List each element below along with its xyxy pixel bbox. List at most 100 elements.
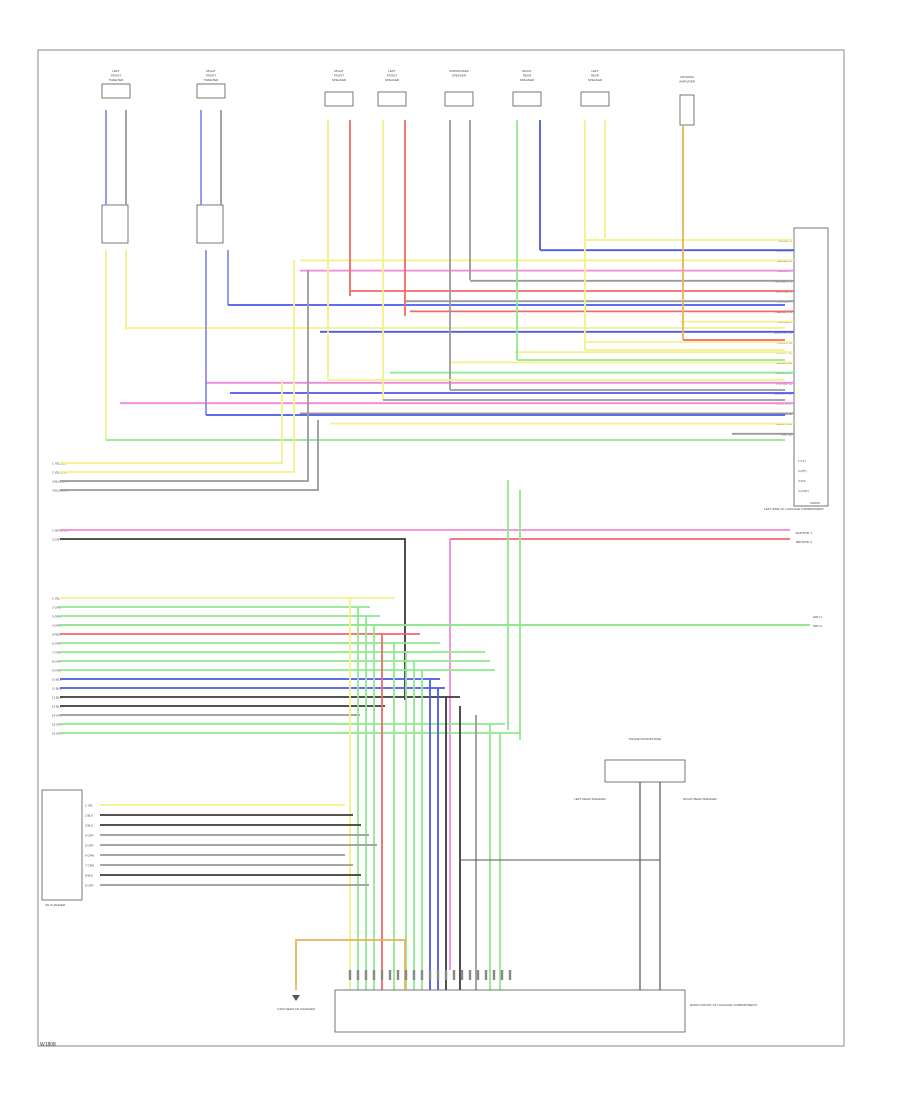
left-a-wire-4 [60,420,319,491]
left-bus-label: 10 BLU [52,678,62,682]
top-component-label: FRONT [334,74,344,78]
antenna-component [679,94,695,126]
left-bus-label: 8 GRN [52,660,61,664]
top-component-label: TWEETER [109,78,124,82]
right-mid-pin-label: BRN/PNK 2 [796,540,812,544]
module-pin-stub [380,970,384,980]
top-component-label: REAR [591,74,600,78]
top-component-label: SUBWOOFER [449,69,470,73]
module-pin-stub [388,970,392,980]
ground-wire [295,939,406,990]
module-pin-stub [484,970,488,980]
cd-pin-label: 7 GRN [85,864,94,868]
cd-pin-label: 9 GRY [85,884,94,888]
top-component-label: LEFT [112,69,120,73]
left-bus-label: 2 GRN [52,606,61,610]
module-pin-stub [444,970,448,980]
top-component-label: AMPLIFIER [679,80,696,84]
wire-gry [60,538,406,700]
top-component-label: RIGHT [334,69,344,73]
cd-pin-label: 1 YEL [85,804,93,808]
top-component-label: LEFT [388,69,396,73]
left-bus-label: 16 GRN [52,732,63,736]
left-bus-label: 5 RED [52,633,62,637]
module-pin-stub [476,970,480,980]
speaker-component [324,91,354,107]
speaker-component [196,83,226,99]
cd-pin-label: 3 BLK [85,824,93,828]
top-component-label: SPEAKER [452,74,467,78]
module-pin-stub [468,970,472,980]
top-component-label: ANTENNA [680,75,694,79]
top-component-label: SPEAKER [385,78,400,82]
ground-label: G104 NEAR CD CHANGER [277,1007,315,1011]
cd-pin-label: 5 GRY [85,844,94,848]
connector-sublabel: LEFT SIDE OF LUGGAGE COMPARTMENT [764,507,824,511]
cd-pin-label: 4 GRY [85,834,94,838]
left-bus-label: 11 BLU [52,687,62,691]
module-pin-stub [364,970,368,980]
ground-symbol [292,995,300,1001]
crossover-box [196,204,224,244]
speaker-component [580,91,610,107]
top-component-label: FRONT [387,74,397,78]
left-pin-a-label: 4 BLU/BRN [52,489,68,493]
cd-pin-label: 8 BLK [85,874,93,878]
top-component-label: FRONT [206,74,216,78]
connector-lower-pin-label: 3 (IN) [798,479,806,483]
lt-spk-label: LEFT REAR SPEAKER [574,797,606,801]
speaker-component [377,91,407,107]
module-pin-stub [436,970,440,980]
left-pin-a-label: 3 BLU/GRY [52,480,68,484]
speaker-component [512,91,542,107]
crossover-box [101,204,129,244]
module-pin-stub [428,970,432,980]
cd-changer-label: CD CHANGER [45,903,66,907]
connector-lower-pin-label: 2 (RT) [798,469,806,473]
left-bus-label: 9 GRN [52,669,61,673]
module-pin-stub [500,970,504,980]
top-component-label: RIGHT [206,69,216,73]
module-pin-stub [348,970,352,980]
top-component-label: LEFT [591,69,599,73]
left-bus-label: 12 BLK [52,696,62,700]
left-bus-label: 13 BLK [52,705,62,709]
top-component-label: REAR [523,74,532,78]
phone-mic-box [604,759,686,783]
top-component-label: SPEAKER [588,78,603,82]
main-radio-module [334,989,686,1033]
left-pin-b-label: 2 GRY [52,538,61,542]
left-a-wire-1 [60,380,283,464]
left-bus-label: 14 GRY [52,714,63,718]
main-module-label: RADIO (FRONT OF LUGGAGE COMPARTMENT) [690,1003,757,1007]
top-component-label: SPEAKER [332,78,347,82]
left-a-wire-2 [60,260,295,473]
cd-changer-box [41,789,83,901]
right-mid-pin-label: WHT/PNK 1 [796,531,813,535]
speaker-component [101,83,131,99]
page-label: W1808 [40,1042,56,1048]
left-bus-label: 15 GRN [52,723,63,727]
module-pin-stub [396,970,400,980]
module-pin-stub [460,970,464,980]
right-green-pin-label: GRN 1 [813,615,823,619]
left-bus-label: 1 YEL [52,597,60,601]
module-pin-stub [508,970,512,980]
top-component-label: SPEAKER [520,78,535,82]
top-component-label: FRONT [111,74,121,78]
top-component-label: TWEETER [204,78,219,82]
module-pin-stub [412,970,416,980]
right-green-pin-label: GRN 2 [813,624,823,628]
left-pin-a-label: 1 YEL/BLK [52,462,67,466]
radio-connector-right [793,227,829,507]
left-pin-a-label: 2 YEL/WHT [52,471,68,475]
module-pin-stub [372,970,376,980]
module-pin-stub [492,970,496,980]
module-pin-stub [452,970,456,980]
connector-label: RADIO [810,501,820,505]
module-pin-stub [420,970,424,980]
module-pin-stub [404,970,408,980]
diagram-frame [37,49,845,1047]
